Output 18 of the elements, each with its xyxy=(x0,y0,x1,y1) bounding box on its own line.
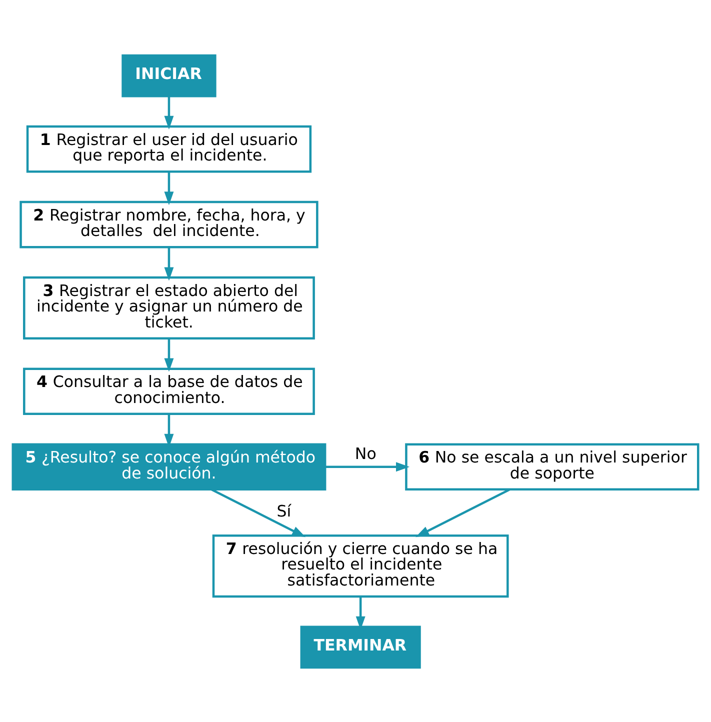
node-box: TERMINAR xyxy=(300,625,421,668)
node-box: 3 Registrar el estado abierto del incidente y asignar un número de ticket. xyxy=(23,276,315,340)
node-box: 2 Registrar nombre, fecha, hora, y detalles del incidente. xyxy=(20,200,318,248)
node-box: INICIAR xyxy=(122,54,216,97)
edge-label: Sí xyxy=(276,501,292,520)
arrow xyxy=(325,462,410,472)
edge-label: No xyxy=(354,444,376,463)
node-box: 6 No se escala a un nivel superior de soporte xyxy=(405,442,700,490)
node-box: 5 ¿Resulto? se conoce algún método de solución. xyxy=(12,442,326,490)
arrow xyxy=(210,488,306,537)
node-box: 4 Consultar a la base de datos de conocimiento. xyxy=(23,367,315,415)
node-box: 1 Registrar el user id del usuario que reporta el incidente. xyxy=(26,124,312,172)
arrow xyxy=(164,171,174,205)
arrow xyxy=(164,96,174,129)
arrow xyxy=(164,338,174,372)
arrow xyxy=(416,488,510,537)
node-box: 7 resolución y cierre cuando se ha resuelto el incidente satisfactoriamente xyxy=(212,534,509,598)
arrow xyxy=(164,246,174,280)
